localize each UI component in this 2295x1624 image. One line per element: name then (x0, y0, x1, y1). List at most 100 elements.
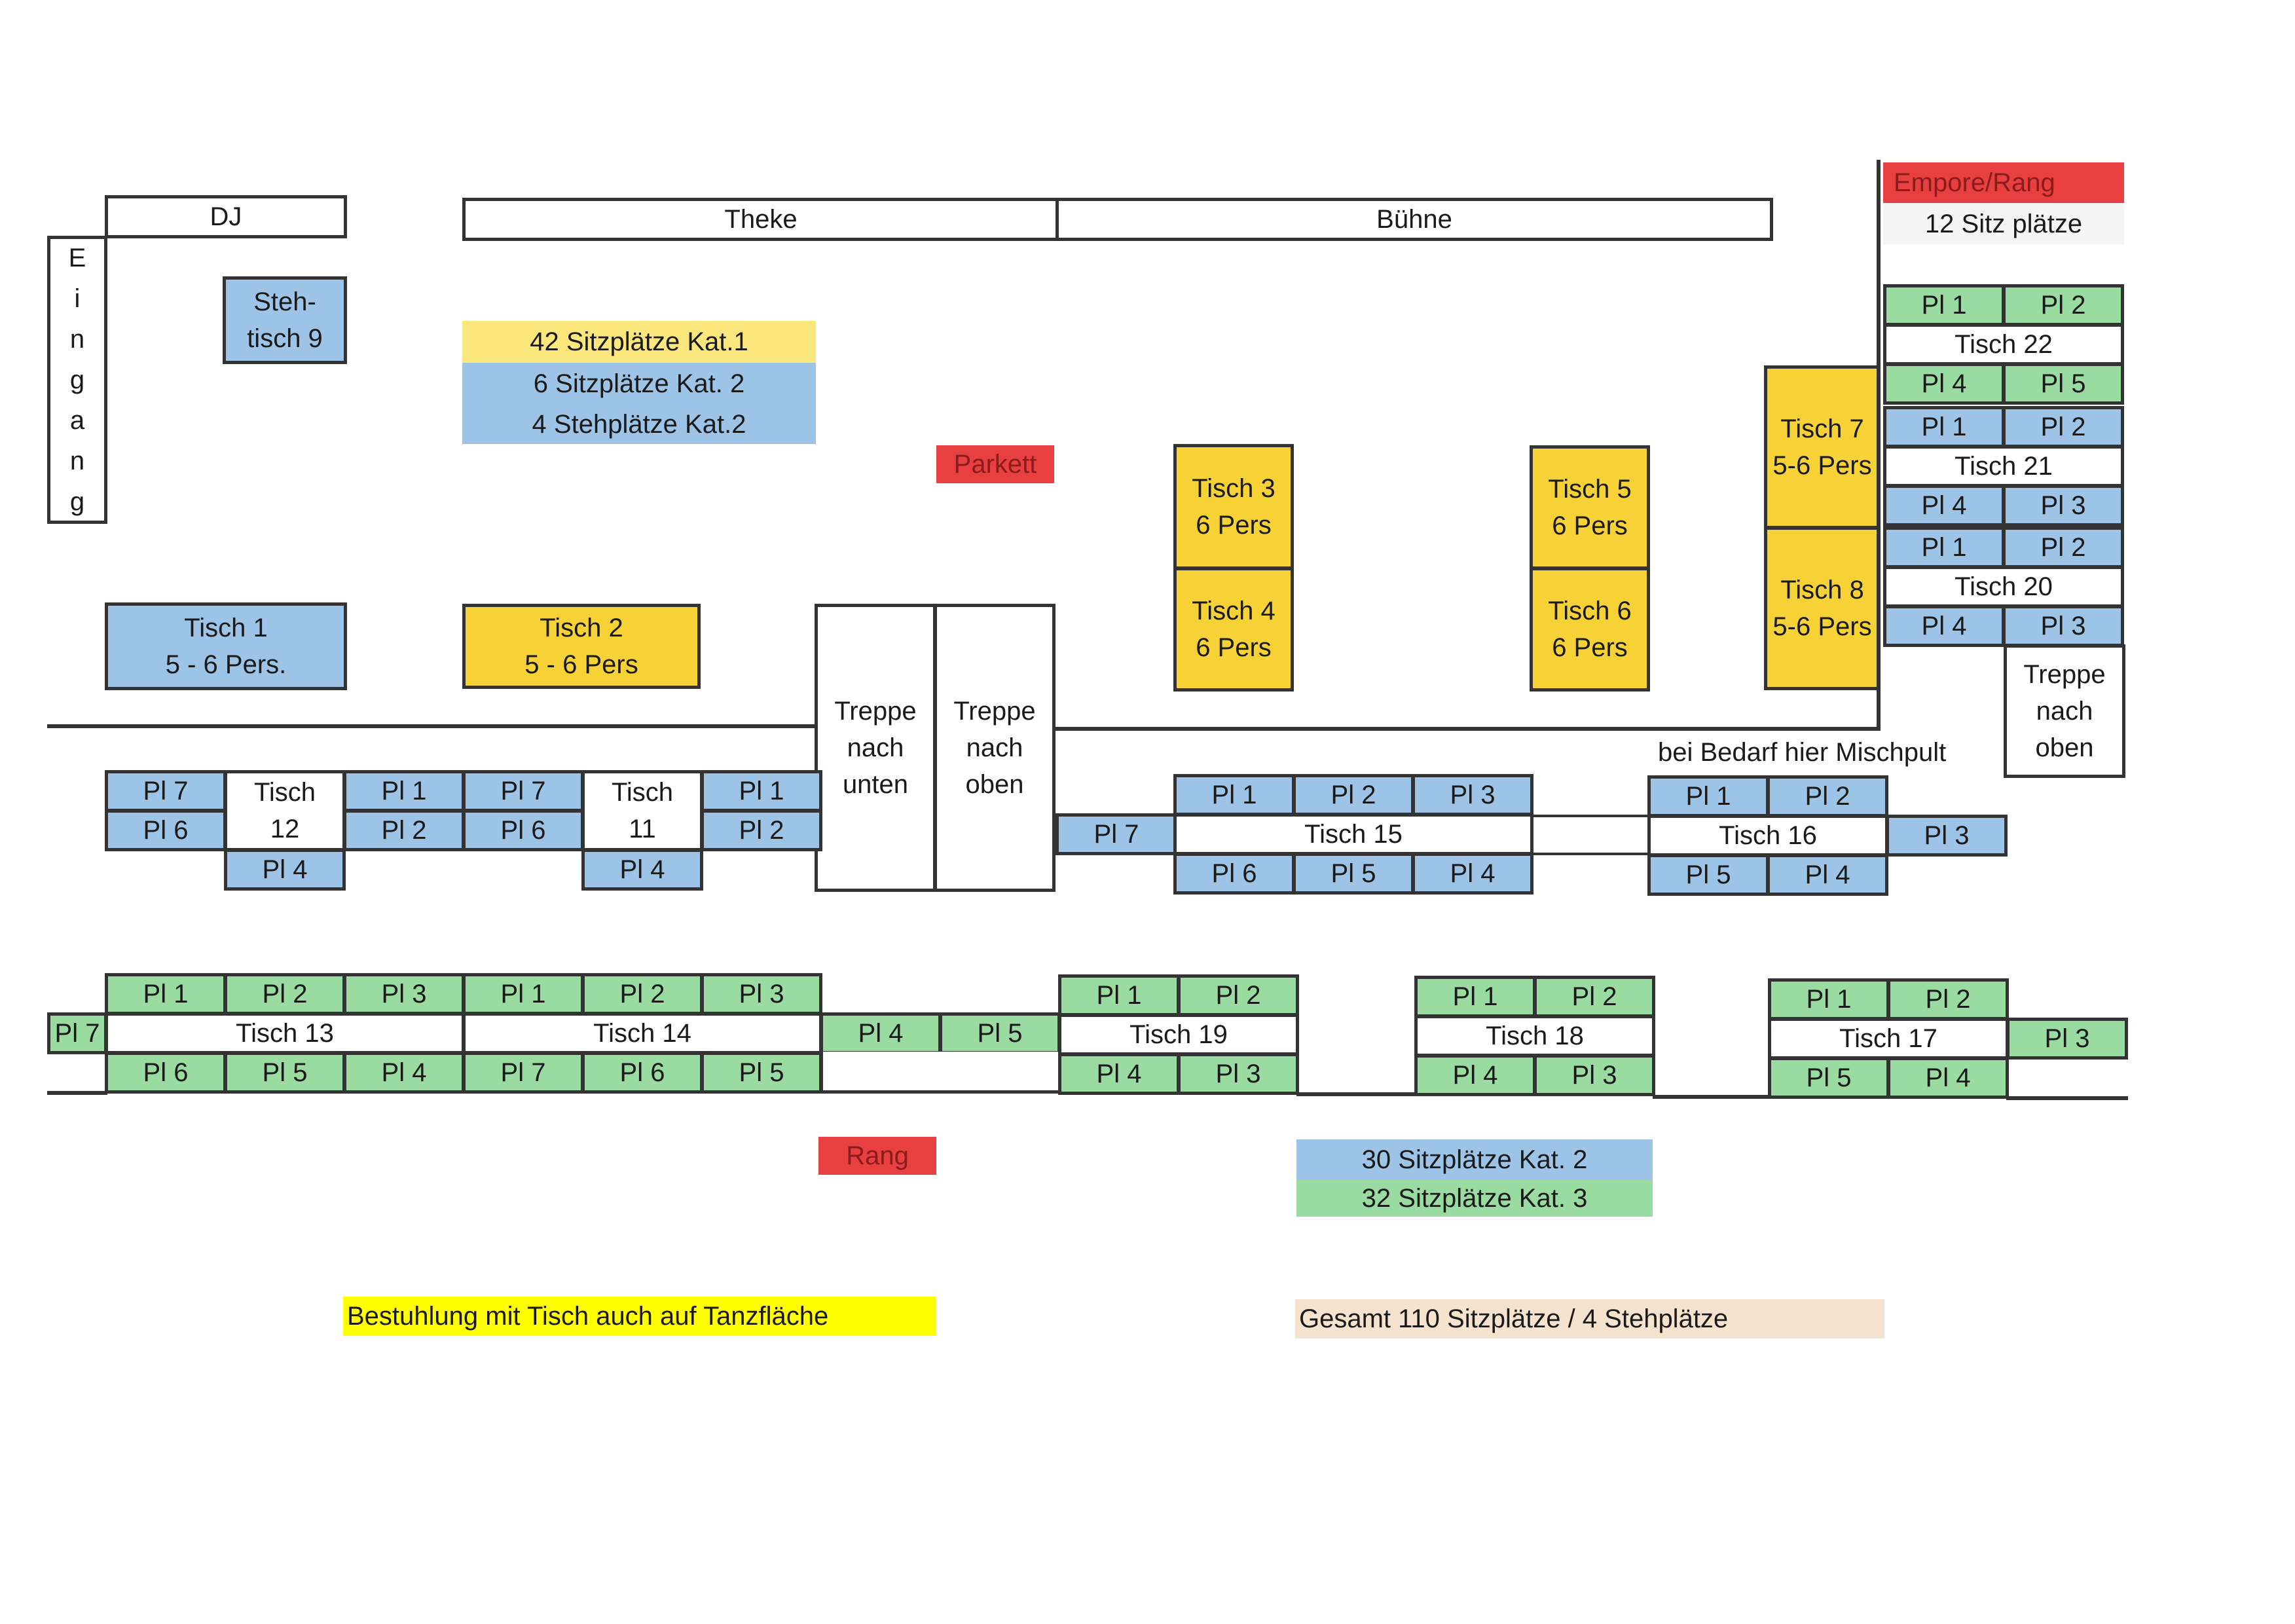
tisch-18: Tisch 18 (1414, 1015, 1655, 1057)
t16-pl5: Pl 5 (1647, 854, 1769, 896)
tisch-15: Tisch 15 (1173, 813, 1533, 855)
t12-pl2: Pl 2 (343, 809, 465, 851)
treppe-nach-unten: Treppe nach unten (815, 604, 936, 892)
t14-pl5b: Pl 5 (701, 1052, 822, 1094)
tisch-1: Tisch 1 5 - 6 Pers. (105, 602, 347, 690)
floor-line-lower-1 (47, 1091, 107, 1095)
t22-pl4: Pl 4 (1883, 363, 2005, 405)
t15-pl6: Pl 6 (1173, 853, 1295, 895)
tisch-20: Tisch 20 (1883, 566, 2124, 608)
tisch-5: Tisch 5 6 Pers (1530, 445, 1650, 570)
connector-15-16-top (1531, 815, 1650, 817)
t18-pl3: Pl 3 (1533, 1054, 1655, 1096)
t18-pl2: Pl 2 (1533, 976, 1655, 1018)
t12-pl6: Pl 6 (105, 809, 227, 851)
t19-pl4: Pl 4 (1058, 1053, 1180, 1095)
t15-pl4: Pl 4 (1412, 853, 1533, 895)
tisch-2: Tisch 2 5 - 6 Pers (462, 604, 701, 689)
empore-wall (1877, 160, 1881, 731)
t11-pl6: Pl 6 (462, 809, 584, 851)
mischpult-note: bei Bedarf hier Mischpult (1658, 737, 1947, 767)
t22-pl5: Pl 5 (2002, 363, 2124, 405)
t18-pl4: Pl 4 (1414, 1054, 1536, 1096)
t15-pl2: Pl 2 (1293, 774, 1414, 816)
total-note: Gesamt 110 Sitzplätze / 4 Stehplätze (1295, 1299, 1884, 1338)
t17-pl2: Pl 2 (1887, 978, 2009, 1020)
t21-pl2: Pl 2 (2002, 406, 2124, 448)
tisch-17: Tisch 17 (1768, 1018, 2009, 1060)
t21-pl4: Pl 4 (1883, 485, 2005, 526)
t14-pl3: Pl 3 (701, 973, 822, 1015)
eingang-entrance: E i n g a n g (47, 236, 107, 524)
legend-kat2: 6 Sitzplätze Kat. 2 (462, 363, 816, 405)
tisch-4: Tisch 4 6 Pers (1173, 567, 1294, 692)
t21-pl3: Pl 3 (2002, 485, 2124, 526)
t11-pl7: Pl 7 (462, 770, 584, 812)
legend-kat3-bottom: 32 Sitzplätze Kat. 3 (1296, 1180, 1653, 1217)
t12-pl7: Pl 7 (105, 770, 227, 812)
t16-pl1: Pl 1 (1647, 775, 1769, 817)
tisch-13: Tisch 13 (105, 1012, 465, 1054)
t18-pl1: Pl 1 (1414, 976, 1536, 1018)
t15-pl3: Pl 3 (1412, 774, 1533, 816)
floor-line-upper-right (1056, 727, 1881, 731)
t13-pl7: Pl 7 (47, 1012, 107, 1054)
t20-pl3: Pl 3 (2002, 605, 2124, 647)
treppe-nach-oben: Treppe nach oben (934, 604, 1056, 892)
tisch-3: Tisch 3 6 Pers (1173, 444, 1294, 570)
t13-pl1: Pl 1 (105, 973, 227, 1015)
t14-pl5: Pl 5 (939, 1012, 1061, 1054)
tisch-12: Tisch 12 (224, 770, 346, 851)
t14-pl1: Pl 1 (462, 973, 584, 1015)
t15-pl5: Pl 5 (1293, 853, 1414, 895)
legend-kat1: 42 Sitzplätze Kat.1 (462, 321, 816, 363)
t16-pl3: Pl 3 (1886, 815, 2008, 857)
t11-pl1: Pl 1 (701, 770, 822, 812)
tisch-16: Tisch 16 (1647, 815, 1888, 857)
t20-pl1: Pl 1 (1883, 526, 2005, 568)
t19-pl2: Pl 2 (1177, 974, 1299, 1016)
t17-pl5: Pl 5 (1768, 1057, 1890, 1099)
t17-pl4: Pl 4 (1887, 1057, 2009, 1099)
floor-line-lower-2 (1296, 1092, 1417, 1096)
tisch-22: Tisch 22 (1883, 323, 2124, 365)
legend-steh: 4 Stehplätze Kat.2 (462, 405, 816, 444)
tisch-21: Tisch 21 (1883, 445, 2124, 487)
t14-pl4: Pl 4 (820, 1012, 942, 1054)
floor-line-lower-4 (2006, 1096, 2128, 1100)
t12-pl4: Pl 4 (224, 849, 346, 891)
treppe-nach-oben-empore: Treppe nach oben (2004, 644, 2125, 778)
dancefloor-note: Bestuhlung mit Tisch auch auf Tanzfläche (343, 1297, 936, 1336)
t15-pl1: Pl 1 (1173, 774, 1295, 816)
t11-pl2: Pl 2 (701, 809, 822, 851)
buehne-stage: Bühne (1056, 198, 1773, 241)
rang-label: Rang (818, 1137, 936, 1175)
t13-pl5: Pl 5 (224, 1052, 346, 1094)
t13-pl4: Pl 4 (343, 1052, 465, 1094)
tisch-6: Tisch 6 6 Pers (1530, 567, 1650, 692)
t20-pl2: Pl 2 (2002, 526, 2124, 568)
t15-pl7: Pl 7 (1056, 813, 1177, 855)
t19-pl1: Pl 1 (1058, 974, 1180, 1016)
t13-pl3: Pl 3 (343, 973, 465, 1015)
tisch-19: Tisch 19 (1058, 1014, 1299, 1056)
t14-end-box (820, 1052, 1061, 1094)
floor-line-upper-left (47, 724, 815, 728)
tisch-7: Tisch 7 5-6 Pers (1764, 365, 1881, 529)
t14-pl6: Pl 6 (581, 1052, 703, 1094)
t16-pl4: Pl 4 (1767, 854, 1888, 896)
t22-pl1: Pl 1 (1883, 284, 2005, 326)
stehtisch-9: Steh- tisch 9 (223, 276, 347, 364)
tisch-14: Tisch 14 (462, 1012, 822, 1054)
t21-pl1: Pl 1 (1883, 406, 2005, 448)
t20-pl4: Pl 4 (1883, 605, 2005, 647)
t11-pl4: Pl 4 (581, 849, 703, 891)
tisch-11: Tisch 11 (581, 770, 703, 851)
empore-seats: 12 Sitz plätze (1883, 203, 2124, 245)
theke-bar: Theke (462, 198, 1059, 241)
dj-booth: DJ (105, 195, 347, 238)
t22-pl2: Pl 2 (2002, 284, 2124, 326)
t16-pl2: Pl 2 (1767, 775, 1888, 817)
empore-title: Empore/Rang (1883, 162, 2124, 203)
